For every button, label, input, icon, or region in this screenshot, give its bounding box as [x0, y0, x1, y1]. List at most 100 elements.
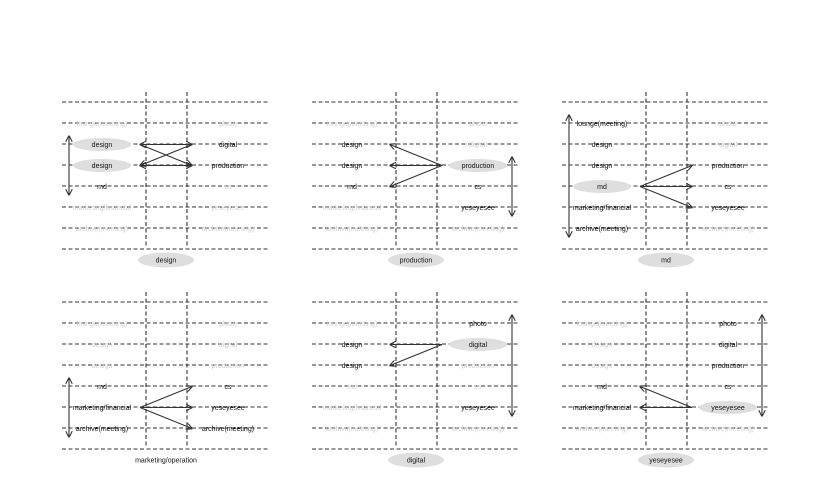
right-room-label: yeseyesee	[211, 205, 245, 212]
panel: lounge(meeting) design design md marketing/f…	[312, 292, 520, 468]
right-room-label: digital	[469, 342, 488, 349]
left-room-label: md	[597, 384, 607, 391]
connection-arrow	[139, 143, 192, 166]
caption-oval	[388, 452, 444, 468]
right-room-label: yeseyesee	[211, 405, 245, 412]
right-room-label: cs	[225, 184, 233, 191]
left-room-label: design	[342, 142, 363, 149]
right-room-label: digital	[719, 142, 738, 149]
connection-arrow	[639, 185, 692, 208]
highlight-oval	[73, 138, 131, 151]
left-room-label: marketing/financial	[573, 205, 632, 212]
left-room-label: lounge(meeting)	[77, 321, 128, 328]
left-room-label: design	[92, 142, 113, 149]
right-room-label: digital	[219, 142, 238, 149]
connection-arrow	[139, 406, 192, 429]
right-room-label: archive(meeting)	[452, 226, 504, 233]
connection-arrow	[390, 343, 443, 366]
right-room-label: production	[212, 363, 245, 370]
left-room-label: md	[347, 184, 357, 191]
caption-oval	[388, 252, 444, 268]
right-room-label: digital	[719, 342, 738, 349]
right-room-label: photo	[469, 321, 487, 328]
caption-oval	[638, 452, 694, 468]
left-room-label: md	[97, 184, 107, 191]
right-room-label: digital	[469, 142, 488, 149]
connection-arrow	[640, 387, 693, 409]
left-room-label: lounge(meeting)	[77, 121, 128, 128]
left-room-label: design	[592, 342, 613, 349]
left-room-label: design	[342, 342, 363, 349]
left-room-label: md	[597, 184, 607, 191]
left-room-label: design	[592, 163, 613, 170]
right-room-label: photo	[719, 121, 737, 128]
right-room-label: photo	[219, 121, 237, 128]
panel: lounge(meeting)designdesignmdmarketing/f…	[562, 292, 770, 468]
right-room-label: archive(meeting)	[202, 226, 254, 233]
panel: lounge(meeting) design design md marketing/f…	[62, 292, 270, 465]
left-room-label: md	[97, 384, 107, 391]
left-room-label: design	[92, 342, 113, 349]
right-room-label: production	[212, 163, 245, 170]
left-room-label: lounge(meeting)	[327, 321, 378, 328]
highlight-oval	[699, 401, 757, 414]
right-room-label: photo	[469, 121, 487, 128]
right-room-label: archive(meeting)	[202, 426, 254, 433]
left-room-label: archive(meeting)	[576, 426, 628, 433]
panels: lounge(meeting) design design md marketing/f…	[62, 92, 770, 468]
right-room-label: cs	[225, 384, 233, 391]
left-room-label: lounge(meeting)	[577, 321, 628, 328]
right-room-label: photo	[219, 321, 237, 328]
panel: lounge(meeting)designdesignmdmarketing/f…	[562, 92, 770, 268]
left-room-label: archive(meeting)	[326, 226, 378, 233]
panel: lounge(meeting) design design md marketing/f…	[312, 92, 520, 268]
right-room-label: photo	[719, 321, 737, 328]
right-room-label: yeseyesee	[461, 405, 495, 412]
left-room-label: archive(meeting)	[576, 226, 628, 233]
connection-arrow	[639, 166, 692, 188]
right-room-label: archive(meeting)	[452, 426, 504, 433]
left-room-label: marketing/financial	[73, 405, 132, 412]
left-room-label: design	[342, 363, 363, 370]
panel-caption: md	[661, 258, 671, 265]
left-room-label: marketing/financial	[323, 205, 382, 212]
highlight-oval	[73, 159, 131, 172]
caption-oval	[638, 252, 694, 268]
left-room-label: md	[347, 384, 357, 391]
left-room-label: lounge(meeting)	[577, 121, 628, 128]
panel-caption: yeseyesee	[649, 458, 683, 465]
left-room-label: design	[342, 163, 363, 170]
right-room-label: production	[462, 363, 495, 370]
panel-caption: design	[156, 258, 177, 265]
left-room-label: archive(meeting)	[76, 426, 128, 433]
panel-caption: production	[400, 258, 433, 265]
right-room-label: digital	[219, 342, 238, 349]
right-room-label: archive(meeting)	[702, 426, 754, 433]
right-room-label: cs	[725, 384, 733, 391]
left-room-label: marketing/financial	[73, 205, 132, 212]
connection-arrow	[390, 164, 443, 187]
panel-caption: digital	[407, 458, 426, 465]
right-room-label: production	[712, 163, 745, 170]
right-room-label: archive(meeting)	[702, 226, 754, 233]
right-room-label: yeseyesee	[711, 205, 745, 212]
connection-arrow	[390, 145, 443, 167]
left-room-label: design	[92, 363, 113, 370]
right-room-label: production	[712, 363, 745, 370]
right-room-label: cs	[725, 184, 733, 191]
highlight-oval	[573, 180, 631, 193]
left-room-label: archive(meeting)	[326, 426, 378, 433]
caption-oval	[138, 252, 194, 268]
left-room-label: marketing/financial	[323, 405, 382, 412]
right-room-label: yeseyesee	[711, 405, 745, 412]
highlight-oval	[449, 338, 507, 351]
panel: lounge(meeting) design design md marketing/f…	[62, 92, 270, 268]
right-room-label: yeseyesee	[461, 205, 495, 212]
right-room-label: cs	[475, 384, 483, 391]
left-room-label: archive(meeting)	[76, 226, 128, 233]
left-room-label: lounge(meeting)	[327, 121, 378, 128]
highlight-oval	[449, 159, 507, 172]
panel-caption: marketing/operation	[135, 458, 197, 465]
left-room-label: marketing/financial	[573, 405, 632, 412]
